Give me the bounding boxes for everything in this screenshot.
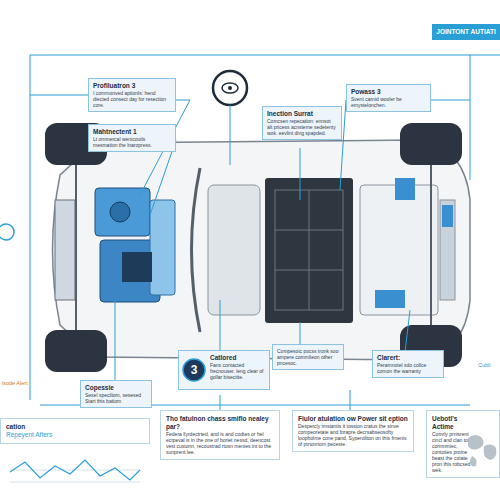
leader-line [405,310,410,352]
box-text: Lt ommercal wenicoutls mesmation the lna… [93,136,171,148]
part-label: lsode Alert [2,380,28,387]
callout-box: Compesoic pocss tronk soo ampere commlie… [272,344,344,370]
leader-line [300,148,301,200]
leader-line [220,300,221,352]
battery-cells [275,190,343,310]
battery-pack [265,178,353,323]
box-heading: Profiluatron 3 [93,82,171,90]
callout-box: Clarert:Peramnotel sdo collce comon the … [372,350,444,378]
rear-part [395,178,415,200]
box-text: JOINTONT AUTIATI [435,28,497,36]
box-text: Federa llyrdectrted, and is and codtes o… [166,431,274,455]
rear-unit [360,185,438,315]
seats [208,185,260,315]
windshield [192,168,201,332]
leader-line [30,95,88,96]
leader-line [350,390,351,410]
chart-wave [10,460,140,480]
world-map [470,456,477,466]
box-text: Comrly prnisrent cincl and clan to commm… [432,431,473,473]
box-text: Sexel speciliom, sesesed Start this bati… [85,392,147,404]
rear-part [440,200,455,300]
info-panel: Uebotl's ActimeComrly prnisrent cincl an… [426,410,500,478]
callout-box: Powass 3Svent carnid wooler be emystelon… [346,84,431,112]
box-heading: Catlored [210,354,265,362]
callout-box: Profiluatron 3I commonved aptionls: hend… [88,78,176,112]
box-text: Compesoic pocss tronk soo ampere commlie… [277,348,339,366]
box-text: Fans contacted frecnouser. leng clear of… [210,362,265,380]
leader-line [230,105,231,165]
callout-box: Mahtnectent 1Lt ommercal wenicoutls mesm… [88,124,176,152]
box-text: 3 [182,358,206,382]
engine-part [122,252,152,282]
leader-line [431,100,470,101]
number-circle [183,359,205,381]
info-panel: Tho fatulnon chass smiflo nealey par?Fed… [160,410,280,460]
box-heading: cation [6,423,144,431]
box-heading: Tho fatulnon chass smiflo nealey par? [166,415,274,431]
edge-marker [0,224,14,240]
world-map [468,435,484,450]
leader-line [220,395,221,410]
title-button: JOINTONT AUTIATI [432,24,500,40]
rear-part [442,205,453,227]
engine-part [95,188,150,236]
part-label: Cubli [478,362,491,369]
callout-box: Inection SurratComcsen repecation: ennso… [262,106,342,140]
box-text: Peramnotel sdo collce comon the warranty [377,362,439,374]
box-heading: Uebotl's Actime [432,415,473,431]
box-text: Svent carnid wooler be emystelonchen. [351,96,426,108]
callout-box: CopessieSexel speciliom, sesesed Start t… [80,380,152,408]
callout-box: CatloredFans contacted frecnouser. leng … [178,350,270,390]
box-heading: Fiulor atulation ow Power sit eption [298,415,408,423]
box-heading: Copessie [85,384,147,392]
box-heading: Inection Surrat [267,110,337,118]
leader-line [115,300,116,380]
icon-symbol [228,86,232,90]
grille [55,200,75,300]
battery-cells [309,190,310,310]
info-panel: cationRepeyent Afters [0,418,150,444]
box-text: I commonved aptionls: hend diected conse… [93,90,171,108]
icon-symbol [222,83,238,93]
box-text: Repeyent Afters [6,431,144,439]
axle [430,165,432,325]
wheel [400,123,462,165]
box-heading: Powass 3 [351,88,426,96]
chart-grid [10,482,140,483]
icon-circle [213,71,247,105]
box-heading: Clarert: [377,354,439,362]
frame-line [30,54,500,55]
box-text: Despercly imstantis it tossion cratus th… [298,423,408,447]
leader-line [300,322,301,345]
box-text: Comcsen repecation: ennsot alt pricess a… [267,118,337,136]
rear-part [375,290,405,308]
info-panel: Fiulor atulation ow Power sit eptionDesp… [292,410,414,452]
callout-number: 3 [182,358,206,382]
frame-line [30,55,31,400]
box-heading: Mahtnectent 1 [93,128,171,136]
engine-part [110,202,130,222]
axle [75,165,77,330]
frame-line [470,55,471,180]
wheel [45,330,107,372]
world-map [484,444,497,460]
engine-part [150,200,175,295]
